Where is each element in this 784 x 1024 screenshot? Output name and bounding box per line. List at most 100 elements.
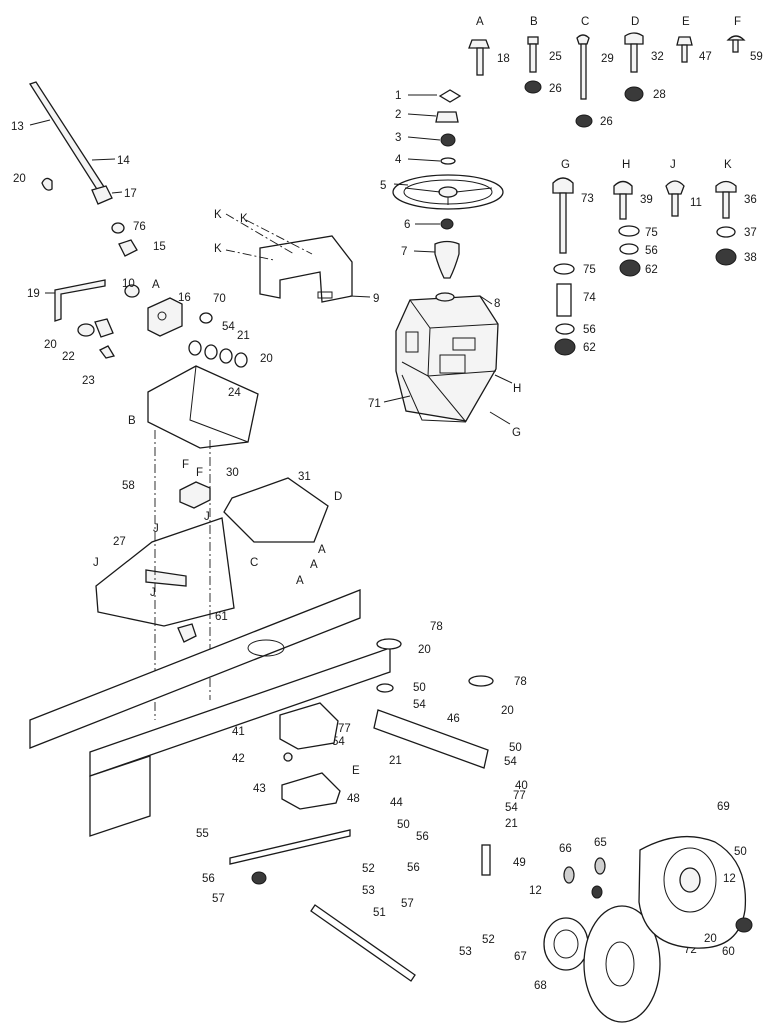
- cap-78-b: [468, 675, 494, 687]
- steering-wheel-assembly: 1 2 3 4 5 6 7 8 71: [368, 89, 521, 439]
- hardware-letter-d: D: [631, 16, 639, 28]
- mounting-plates: F F 58 30 31 D C 27 J J J J 61 A A A: [93, 430, 342, 720]
- callout-12-a: 12: [529, 885, 542, 897]
- nut-57: [251, 871, 267, 885]
- callout-68: 68: [534, 980, 547, 992]
- callout-62-b: 62: [645, 264, 658, 276]
- callout-5: 5: [380, 180, 386, 192]
- lockwasher-56-b: [619, 243, 639, 255]
- drag-link-55: [229, 829, 351, 865]
- washer-37: [716, 226, 736, 238]
- spindle-49: [481, 844, 491, 876]
- callout-10: 10: [122, 278, 135, 290]
- callout-65: 65: [594, 837, 607, 849]
- bolt-shank-h: [619, 193, 627, 220]
- callout-66: 66: [559, 843, 572, 855]
- frame-rail-top: [29, 589, 361, 749]
- callout-46: 46: [447, 713, 460, 725]
- callout-4: 4: [395, 154, 402, 166]
- callout-22: 22: [62, 351, 75, 363]
- callout-43: 43: [253, 783, 266, 795]
- nut-26: [524, 80, 542, 94]
- cap-64: [591, 885, 603, 899]
- callout-54-a: 54: [222, 321, 235, 333]
- hex-bolt-a: [468, 39, 490, 49]
- callout-39: 39: [640, 194, 653, 206]
- gear-22: [94, 318, 114, 338]
- ref-letter-j-1: J: [153, 523, 159, 535]
- ref-letter-a-2: A: [318, 544, 326, 556]
- bracket-16: [147, 297, 183, 337]
- ref-letter-j-3: J: [93, 557, 99, 569]
- callout-62-a: 62: [583, 342, 596, 354]
- callout-31: 31: [298, 471, 311, 483]
- plate-27: [95, 517, 235, 627]
- callout-74: 74: [583, 292, 596, 304]
- washer-21-a: [188, 340, 202, 356]
- nut-26-b: [575, 114, 593, 128]
- bolt-shank-f: [732, 39, 739, 53]
- callout-54-c: 54: [504, 756, 517, 768]
- callout-20-e: 20: [501, 705, 514, 717]
- long-bolt-c-head: [576, 34, 590, 45]
- callout-67: 67: [514, 951, 527, 963]
- long-bolt-c: [580, 43, 587, 100]
- bolt-k-head: [715, 180, 737, 193]
- callout-29: 29: [601, 53, 614, 65]
- callout-20-d: 20: [418, 644, 431, 656]
- callout-27: 27: [113, 536, 126, 548]
- callout-25: 25: [549, 51, 562, 63]
- callout-73: 73: [581, 193, 594, 205]
- carriage-bolt-b: [527, 36, 539, 45]
- hardware-letter-e: E: [682, 16, 690, 28]
- callout-60: 60: [722, 946, 735, 958]
- callout-75-a: 75: [583, 264, 596, 276]
- callout-56-c: 56: [416, 831, 429, 843]
- callout-69: 69: [717, 801, 730, 813]
- hardware-letter-c: C: [581, 16, 589, 28]
- ref-letter-d: D: [334, 491, 342, 503]
- ref-letter-b: B: [128, 415, 136, 427]
- axle-40: [373, 709, 489, 769]
- ref-letter-j-2: J: [204, 511, 210, 523]
- bracket-9: [259, 235, 353, 303]
- bracket-41: [279, 702, 339, 750]
- callout-56-b: 56: [645, 245, 658, 257]
- callout-6: 6: [404, 219, 410, 231]
- callout-56-d: 56: [407, 862, 420, 874]
- callout-59: 59: [750, 51, 763, 63]
- hardware-letter-b: B: [530, 16, 538, 28]
- key-23: [99, 345, 116, 359]
- hardware-letter-j: J: [670, 159, 676, 171]
- callout-51: 51: [373, 907, 386, 919]
- dash-panel-8: [395, 295, 499, 422]
- ref-letter-k-3: K: [214, 243, 222, 255]
- callout-54-d: 54: [505, 802, 518, 814]
- hub-68: [543, 917, 589, 971]
- callout-26-a: 26: [549, 83, 562, 95]
- bracket-58: [179, 481, 211, 509]
- bolt-shank-k: [722, 191, 730, 219]
- callout-42: 42: [232, 753, 245, 765]
- long-bolt-g: [559, 192, 567, 254]
- bolt-e-head: [676, 36, 693, 46]
- callout-44: 44: [390, 797, 403, 809]
- callout-75-b: 75: [645, 227, 658, 239]
- ref-letter-g: G: [512, 427, 521, 439]
- callout-12-b: 12: [723, 873, 736, 885]
- fitting-66: [563, 866, 575, 884]
- callout-13: 13: [11, 121, 24, 133]
- ref-letter-a-4: A: [296, 575, 304, 587]
- bracket-43: [281, 772, 341, 810]
- bushing-76: [111, 222, 125, 234]
- callout-23: 23: [82, 375, 95, 387]
- callout-50-a: 50: [413, 682, 426, 694]
- callout-61: 61: [215, 611, 228, 623]
- callout-71: 71: [368, 398, 381, 410]
- hardware-letter-f: F: [734, 16, 741, 28]
- callout-56-e: 56: [202, 873, 215, 885]
- callout-77-a: 77: [513, 790, 526, 802]
- cap-60: [735, 917, 753, 933]
- cap-78: [376, 638, 402, 650]
- clip-20-b: [77, 323, 95, 337]
